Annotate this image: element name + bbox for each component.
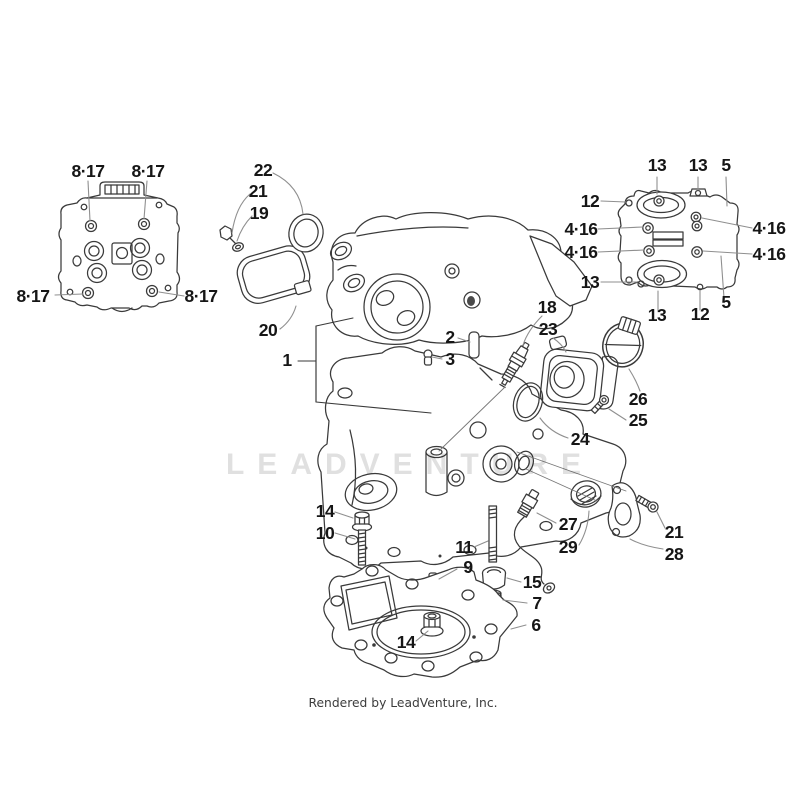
callout-5-a: 5 — [721, 155, 731, 175]
callout-1-bracket — [297, 317, 432, 414]
callout-15: 15 — [523, 572, 542, 592]
cylinder-head-bottom-view-drawing — [57, 181, 181, 313]
callout-12-a: 12 — [581, 191, 600, 211]
callout-13-a: 13 — [648, 155, 667, 175]
callout-4-16-d: 4·16 — [752, 244, 786, 264]
studs-and-gasket-drawing — [323, 505, 518, 678]
callout-14-b: 14 — [397, 632, 416, 652]
hose-clamp-drawing — [602, 316, 644, 368]
boot-oring-drawing — [512, 382, 544, 422]
callout-9: 9 — [463, 557, 473, 577]
callout-26: 26 — [629, 389, 648, 409]
callout-5-b: 5 — [721, 292, 731, 312]
leader-lines — [54, 172, 753, 642]
callout-4-16-c: 4·16 — [752, 218, 786, 238]
sensor-thermostat-drawing — [513, 480, 659, 594]
callout-13-c: 13 — [581, 272, 600, 292]
callout-21-top: 21 — [249, 181, 268, 201]
cover-bolt-drawing — [635, 494, 659, 513]
callout-12-b: 12 — [691, 304, 710, 324]
callout-21-right: 21 — [665, 522, 684, 542]
callout-24: 24 — [571, 429, 590, 449]
callout-13-d: 13 — [648, 305, 667, 325]
callout-8-17-top-left: 8·17 — [71, 161, 104, 181]
callout-8-17-left: 8·17 — [16, 286, 49, 306]
callout-2: 2 — [445, 327, 455, 347]
dowel-pins-drawing — [423, 331, 480, 366]
callout-7: 7 — [532, 593, 541, 613]
spark-plug-drawing — [499, 341, 530, 389]
cover-and-oring-drawing — [219, 213, 324, 304]
callout-22: 22 — [254, 160, 273, 180]
footer-credit: Rendered by LeadVenture, Inc. — [308, 696, 497, 710]
callout-25: 25 — [629, 410, 648, 430]
callout-11: 11 — [455, 537, 473, 557]
callout-28: 28 — [665, 544, 684, 564]
callout-20: 20 — [259, 320, 278, 340]
leadventure-watermark: LEADVENTURE — [226, 448, 594, 481]
intake-boot-drawing — [512, 316, 644, 422]
callout-13-b: 13 — [689, 155, 708, 175]
cylinder-head-drawing — [317, 346, 627, 570]
callout-4-16-b: 4·16 — [564, 242, 598, 262]
callout-23: 23 — [539, 319, 558, 339]
callout-1: 1 — [282, 350, 292, 370]
callout-6: 6 — [531, 615, 541, 635]
valve-cover-top-view-drawing — [617, 188, 740, 291]
callout-18: 18 — [538, 297, 557, 317]
intake-runner-drawing — [326, 212, 593, 345]
reference-lines — [438, 386, 627, 502]
callout-4-16-a: 4·16 — [564, 219, 598, 239]
callout-27: 27 — [559, 514, 577, 534]
callout-19: 19 — [250, 203, 269, 223]
callout-10: 10 — [316, 523, 335, 543]
callout-8-17-top-right: 8·17 — [131, 161, 164, 181]
callout-3: 3 — [445, 349, 455, 369]
callout-14-a: 14 — [316, 501, 335, 521]
callout-8-17-right: 8·17 — [184, 286, 217, 306]
callout-29: 29 — [559, 537, 578, 557]
boot-screw-drawing — [590, 394, 610, 415]
